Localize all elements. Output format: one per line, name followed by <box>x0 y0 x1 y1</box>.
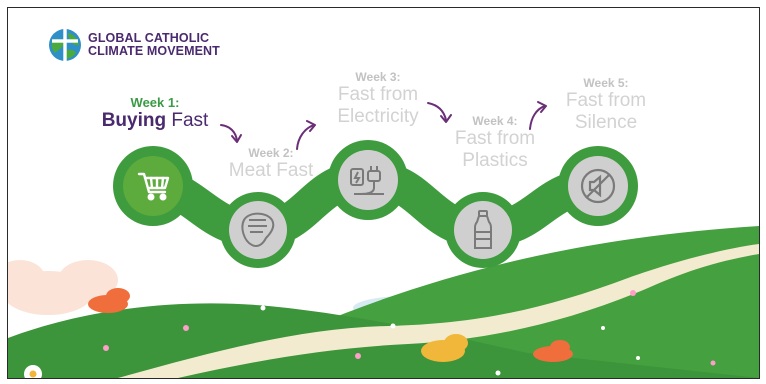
steak-icon <box>241 212 275 248</box>
slide-frame: GLOBAL CATHOLIC CLIMATE MOVEMENT Week 1:… <box>7 7 760 379</box>
white-dots <box>260 305 640 376</box>
week5-circle <box>558 146 638 226</box>
week4-title-line1: Fast from <box>454 128 536 149</box>
arrow-3-head <box>440 114 452 123</box>
landscape-background <box>8 101 759 378</box>
week1-title-rest: Fast <box>166 110 209 131</box>
progress-arrows <box>220 101 547 150</box>
week3-circle <box>328 140 408 220</box>
arrow-1 <box>220 124 238 142</box>
bush-yellow <box>421 334 468 362</box>
week5-label: Week 5: Fast from Silence <box>551 76 661 134</box>
shopping-cart-icon <box>137 172 170 201</box>
week4-label: Week 4: Fast from Plastics <box>440 114 550 172</box>
bush-orange-right <box>533 340 573 362</box>
bush-orange-left <box>88 288 130 313</box>
globe-icon <box>49 29 81 61</box>
cloud-left <box>8 260 118 315</box>
logo-wordmark: GLOBAL CATHOLIC CLIMATE MOVEMENT <box>88 32 220 58</box>
week4-circle <box>445 192 521 268</box>
week4-number: Week 4: <box>472 114 518 128</box>
week1-title: Buying Fast <box>100 110 210 132</box>
week2-label: Week 2: Meat Fast <box>216 146 326 182</box>
week2-title: Meat Fast <box>228 160 314 181</box>
week1-circle <box>113 146 193 226</box>
logo-line-1: GLOBAL CATHOLIC <box>88 31 210 45</box>
arrow-2-head <box>306 120 316 132</box>
week4-title-line2: Plastics <box>462 150 528 171</box>
week3-number: Week 3: <box>355 70 401 84</box>
plastic-bottle-icon <box>474 210 492 249</box>
week1-number: Week 1: <box>130 95 180 110</box>
week1-title-bold: Buying <box>101 110 167 131</box>
arrow-4-head <box>537 101 547 113</box>
week3-label: Week 3: Fast from Electricity <box>323 70 433 128</box>
week2-circle <box>220 192 296 268</box>
daisy-flower <box>24 365 42 378</box>
flower-dots <box>103 290 716 366</box>
week5-title-line2: Silence <box>574 112 638 133</box>
arrow-3 <box>427 102 447 121</box>
no-sound-icon <box>580 168 616 204</box>
organization-logo: GLOBAL CATHOLIC CLIMATE MOVEMENT <box>48 28 220 62</box>
arrow-1-head <box>231 134 242 143</box>
plug-icon <box>350 166 384 195</box>
arrow-2 <box>296 124 315 150</box>
week3-title-line1: Fast from <box>337 84 419 105</box>
week1-label: Week 1: Buying Fast <box>100 96 210 132</box>
week5-title-line1: Fast from <box>565 90 647 111</box>
week5-number: Week 5: <box>583 76 629 90</box>
week3-title-line2: Electricity <box>337 106 419 127</box>
arrow-4 <box>529 105 546 130</box>
winding-path <box>118 244 759 378</box>
logo-line-2: CLIMATE MOVEMENT <box>88 44 220 58</box>
week2-number: Week 2: <box>248 146 294 160</box>
